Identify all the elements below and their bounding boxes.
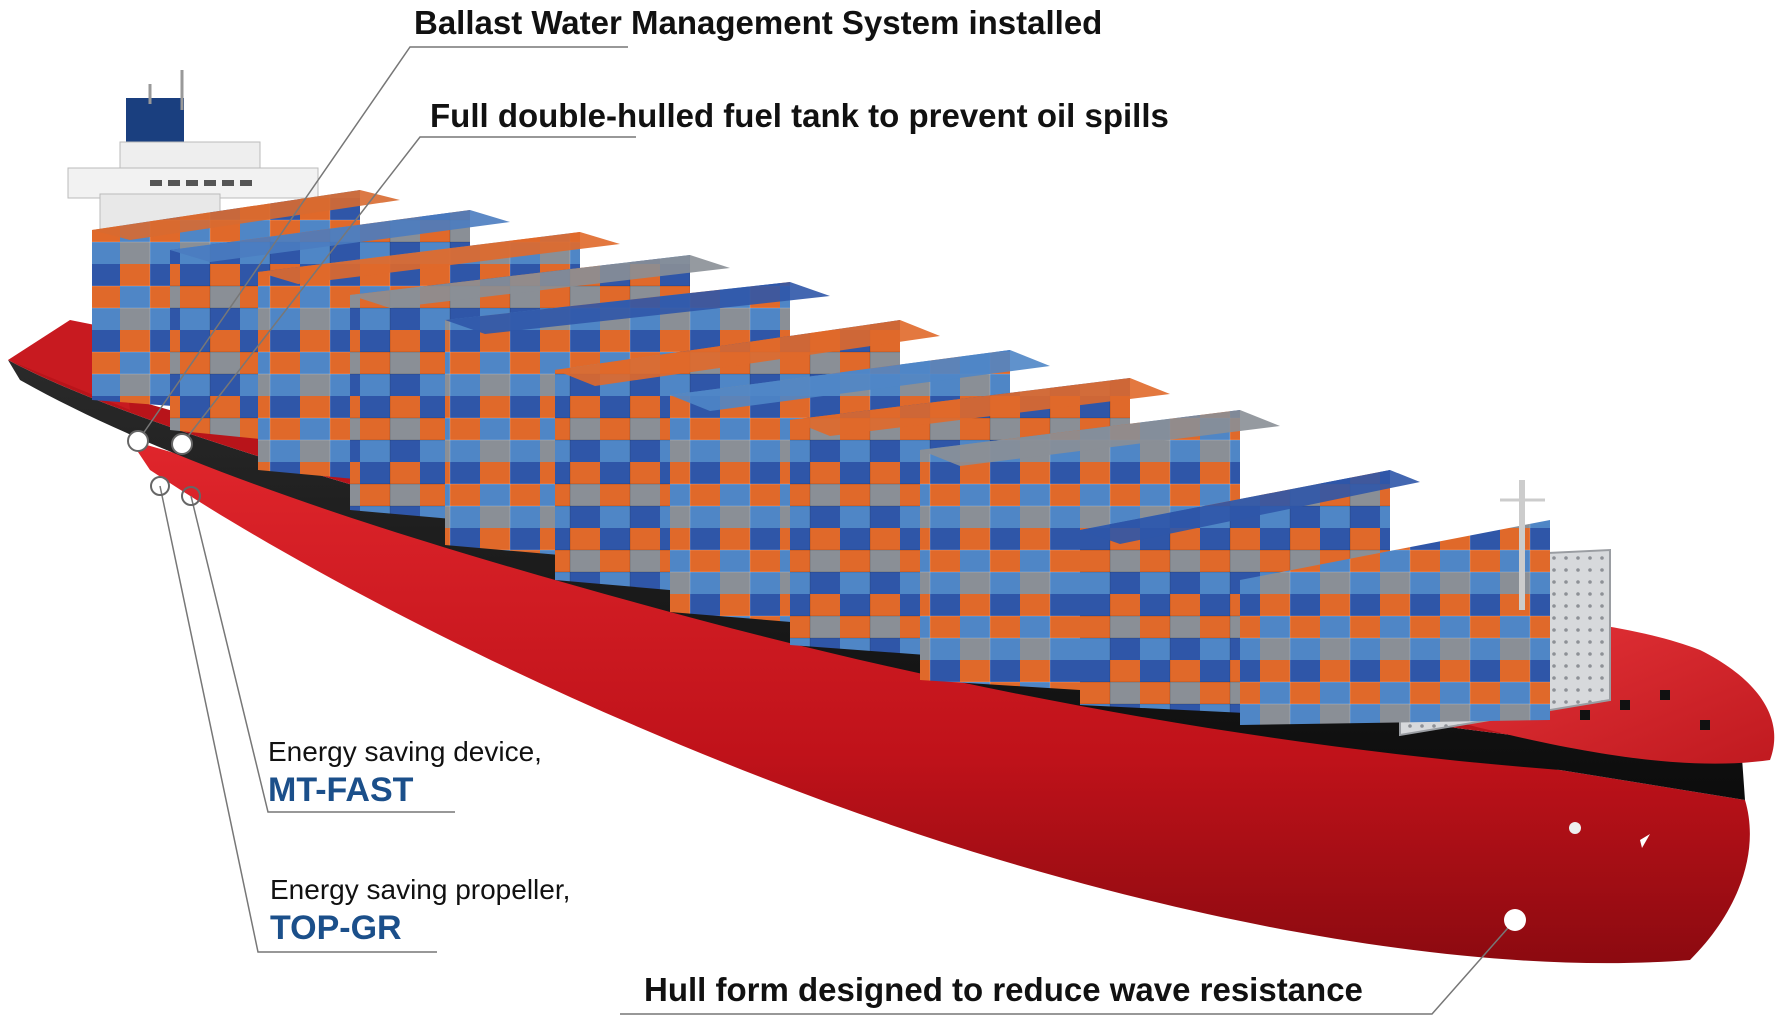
callout-marker-icon [181, 486, 201, 506]
container-bay [920, 410, 1280, 466]
hull-markings [1569, 822, 1650, 848]
container-bay [790, 378, 1170, 436]
ballast-leader-line [137, 46, 628, 442]
container-bays [92, 190, 1550, 725]
callout-marker-icon [171, 433, 193, 455]
container-bay [350, 255, 730, 308]
hull-black-band [8, 360, 1745, 800]
container-bay [170, 210, 510, 262]
mt-fast-description: Energy saving device, [268, 736, 542, 767]
mt-fast-leader-line [190, 495, 455, 813]
container-bay [670, 350, 1050, 411]
container-bay [445, 282, 830, 334]
fuel-tank-leader-line [181, 136, 636, 445]
hull-form-leader-line [620, 919, 1516, 1015]
callout-markers [127, 430, 1526, 931]
container-bay [1240, 520, 1550, 725]
fore-mast [1500, 480, 1545, 610]
top-gr-product-name: TOP-GR [270, 909, 402, 947]
mt-fast-product-name: MT-FAST [268, 771, 414, 809]
container-bay [258, 232, 620, 284]
hull-form-callout-label: Hull form designed to reduce wave resist… [644, 971, 1363, 1008]
container-bay [92, 190, 400, 240]
callout-marker-icon [150, 476, 170, 496]
top-gr-description: Energy saving propeller, [270, 874, 571, 905]
ballast-callout-label: Ballast Water Management System installe… [414, 4, 1103, 41]
container-bay [555, 320, 940, 386]
callout-leader-lines [137, 46, 1516, 1015]
container-bay [1080, 470, 1420, 544]
top-gr-leader-line [159, 485, 437, 953]
callout-marker-icon [127, 430, 149, 452]
fuel-tank-callout-label: Full double-hulled fuel tank to prevent … [430, 97, 1169, 134]
callout-marker-icon [1504, 909, 1526, 931]
